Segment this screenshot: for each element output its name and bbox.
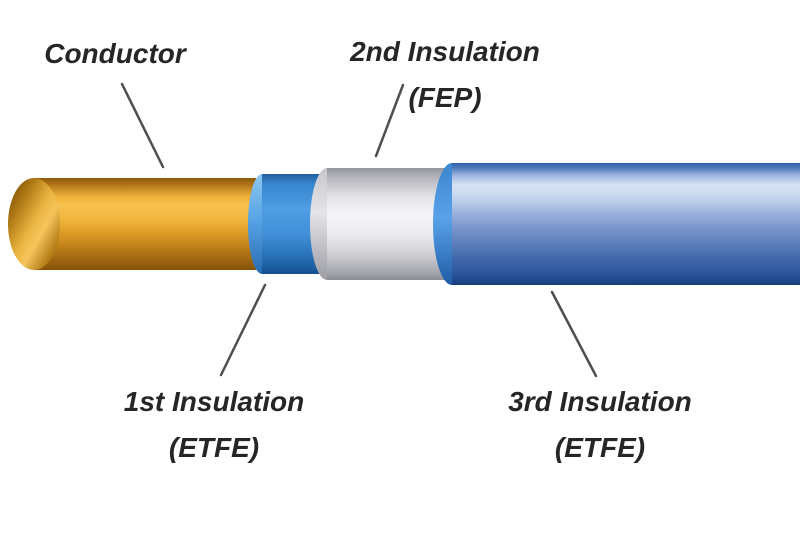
first-insulation-leader-line xyxy=(219,283,267,377)
third-insulation-material-text: (ETFE) xyxy=(554,432,646,464)
first-insulation-label-text: 1st Insulation xyxy=(123,386,305,417)
second-insulation-material-text: (FEP) xyxy=(408,82,482,114)
first-insulation-label: 1st Insulation (ETFE) xyxy=(114,386,314,464)
conductor-cylinder xyxy=(34,178,256,270)
third-insulation-cylinder xyxy=(452,163,800,285)
conductor-end-cap xyxy=(8,178,60,270)
conductor-label: Conductor xyxy=(30,38,200,70)
conductor-label-text: Conductor xyxy=(44,38,186,69)
first-insulation-material-text: (ETFE) xyxy=(168,432,260,464)
second-insulation-leader-line xyxy=(374,83,405,158)
second-insulation-label: 2nd Insulation (FEP) xyxy=(339,36,551,114)
second-insulation-label-text: 2nd Insulation xyxy=(350,36,540,67)
third-insulation-label: 3rd Insulation (ETFE) xyxy=(494,386,706,464)
third-insulation-label-text: 3rd Insulation xyxy=(508,386,692,417)
third-insulation-leader-line xyxy=(550,290,598,378)
conductor-leader-line xyxy=(120,82,165,169)
